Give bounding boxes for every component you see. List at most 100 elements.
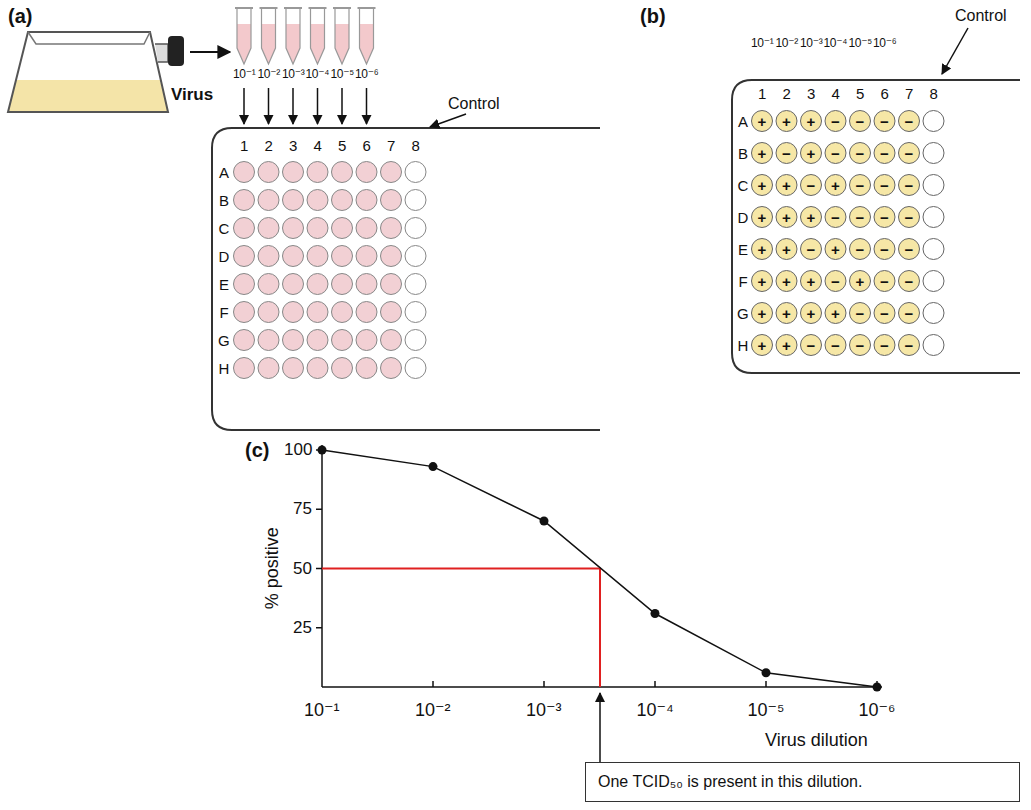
well-result: − xyxy=(905,145,914,162)
well-result: + xyxy=(782,241,791,258)
well-result: − xyxy=(880,177,889,194)
well-result: − xyxy=(880,145,889,162)
dilution-label: 10⁻⁶ xyxy=(355,68,378,82)
row-letter: B xyxy=(738,145,748,162)
well-result: + xyxy=(831,305,840,322)
callout-text: One TCID₅₀ is present in this dilution. xyxy=(598,772,1007,792)
axis-tick-label: 10⁻⁶ xyxy=(859,700,896,721)
column-number: 1 xyxy=(758,85,766,102)
transfer-arrow xyxy=(190,51,230,53)
dilution-label: 10⁻⁵ xyxy=(331,68,354,82)
control-label: Control xyxy=(448,95,500,113)
row-letter: C xyxy=(738,177,749,194)
panel-letter: (c) xyxy=(245,439,269,462)
row-letter: D xyxy=(738,209,749,226)
well-result: + xyxy=(758,305,767,322)
axis-title: Virus dilution xyxy=(765,730,868,751)
well-result: + xyxy=(758,241,767,258)
row-letter: E xyxy=(738,241,748,258)
plate-outline xyxy=(212,128,600,430)
dilution-tubes xyxy=(235,8,376,124)
culture-flask xyxy=(8,32,184,112)
column-number: 7 xyxy=(387,137,395,154)
dilution-label: 10⁻³ xyxy=(800,37,822,51)
well-result: + xyxy=(782,177,791,194)
panel-letter: (b) xyxy=(640,5,666,28)
column-number: 8 xyxy=(412,137,420,154)
well-result: − xyxy=(807,337,816,354)
half-point-line xyxy=(322,569,600,688)
well-result: + xyxy=(831,241,840,258)
well-result: − xyxy=(905,273,914,290)
well-result: + xyxy=(782,305,791,322)
well-result: − xyxy=(856,241,865,258)
column-number: 3 xyxy=(289,137,297,154)
row-letter: B xyxy=(219,192,229,209)
column-number: 2 xyxy=(265,137,273,154)
dilution-label: 10⁻¹ xyxy=(233,68,255,82)
well-result: + xyxy=(758,113,767,130)
well-result: − xyxy=(831,113,840,130)
well-result: + xyxy=(831,177,840,194)
dilution-label: 10⁻¹ xyxy=(751,37,773,51)
row-letter: H xyxy=(738,337,749,354)
row-letter: D xyxy=(219,248,230,265)
well-result: + xyxy=(807,113,816,130)
well-result: + xyxy=(782,337,791,354)
well-result: − xyxy=(880,113,889,130)
well-result: + xyxy=(758,145,767,162)
axis-tick-label: 10⁻² xyxy=(415,700,451,721)
axis-title: % positive xyxy=(262,527,283,609)
dilution-label: 10⁻³ xyxy=(282,68,304,82)
axis-tick-label: 10⁻⁴ xyxy=(637,700,674,721)
dilution-label: 10⁻² xyxy=(776,37,798,51)
row-letter: A xyxy=(219,164,229,181)
well-result: − xyxy=(856,145,865,162)
column-number: 5 xyxy=(338,137,346,154)
plate-outline xyxy=(732,80,1020,373)
column-number: 7 xyxy=(905,85,913,102)
callout-box: One TCID₅₀ is present in this dilution. xyxy=(585,762,1020,802)
well-result: + xyxy=(807,145,816,162)
well-result: − xyxy=(831,209,840,226)
well-result: − xyxy=(856,209,865,226)
row-letter: E xyxy=(219,276,229,293)
well-result: − xyxy=(880,209,889,226)
column-number: 4 xyxy=(832,85,840,102)
well-result: − xyxy=(856,177,865,194)
column-number: 6 xyxy=(363,137,371,154)
column-number: 1 xyxy=(240,137,248,154)
row-letter: G xyxy=(737,305,749,322)
column-number: 2 xyxy=(783,85,791,102)
well-result: + xyxy=(807,273,816,290)
well-result: − xyxy=(856,337,865,354)
well-result: − xyxy=(831,273,840,290)
well-result: + xyxy=(807,305,816,322)
well-result: − xyxy=(831,145,840,162)
plate-wells xyxy=(234,111,945,379)
well-result: + xyxy=(807,209,816,226)
axis-tick-label: 10⁻³ xyxy=(526,700,562,721)
column-number: 8 xyxy=(930,85,938,102)
axis-tick-label: 50 xyxy=(293,559,312,579)
axis-tick-label: 100 xyxy=(284,440,312,460)
well-result: + xyxy=(758,209,767,226)
column-number: 5 xyxy=(856,85,864,102)
flask-label: Virus xyxy=(171,85,213,105)
axis-tick-label: 25 xyxy=(293,618,312,638)
column-number: 6 xyxy=(881,85,889,102)
callout-arrow xyxy=(599,693,601,762)
well-result: − xyxy=(880,305,889,322)
dilution-label: 10⁻⁴ xyxy=(306,68,330,82)
row-letter: F xyxy=(739,273,748,290)
well-result: − xyxy=(905,305,914,322)
dilution-label: 10⁻⁴ xyxy=(824,37,848,51)
dilution-label: 10⁻⁵ xyxy=(849,37,872,51)
titration-curve xyxy=(318,446,882,692)
well-result: + xyxy=(758,337,767,354)
well-result: − xyxy=(905,241,914,258)
row-letter: A xyxy=(738,113,748,130)
well-result: − xyxy=(807,241,816,258)
panel-letter: (a) xyxy=(8,5,32,28)
axis-tick-label: 10⁻¹ xyxy=(304,700,340,721)
